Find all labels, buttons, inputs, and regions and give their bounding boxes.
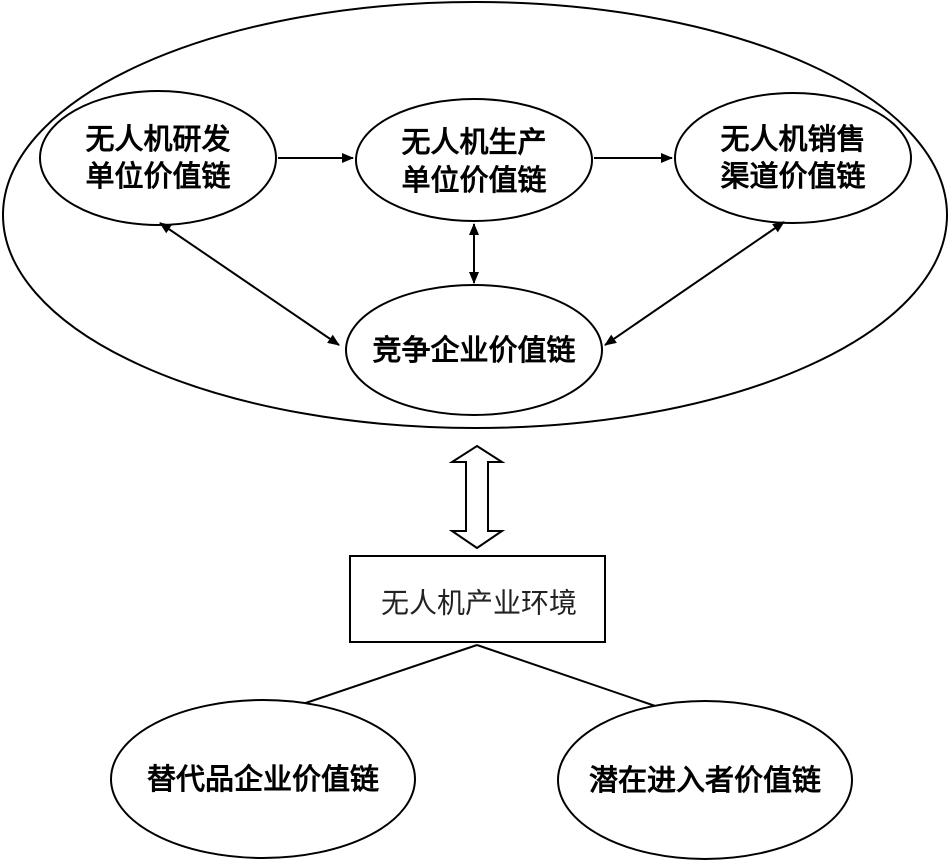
competitor-node-label: 竞争企业价值链 [372, 333, 575, 367]
production-value-chain-node: 无人机生产 单位价值链 [355, 98, 593, 222]
entrant-node-ellipse [557, 700, 853, 860]
arrow-sales-competitor [604, 221, 785, 346]
competitor-value-chain-node: 竞争企业价值链 [345, 284, 603, 416]
hollow-double-arrow [448, 444, 506, 550]
rd-node-ellipse [39, 90, 277, 226]
arrow-rd-competitor [159, 222, 340, 346]
rd-node-label-line2: 单位价值链 [85, 159, 230, 193]
environment-box-rect [349, 555, 606, 643]
substitute-node-ellipse [110, 699, 416, 859]
substitute-node-label: 替代品企业价值链 [147, 762, 379, 796]
outer-industry-ellipse [2, 1, 948, 429]
connector-environment-entrant [476, 644, 671, 712]
rd-value-chain-node: 无人机研发 单位价值链 [39, 90, 277, 226]
sales-value-chain-node: 无人机销售 渠道价值链 [674, 92, 912, 224]
sales-node-label-line1: 无人机销售 [720, 122, 865, 156]
entrant-value-chain-node: 潜在进入者价值链 [557, 700, 853, 860]
connector-environment-substitute [281, 644, 478, 712]
substitute-value-chain-node: 替代品企业价值链 [110, 699, 416, 859]
entrant-node-label: 潜在进入者价值链 [589, 763, 821, 797]
environment-box-label: 无人机产业环境 [381, 587, 577, 620]
competitor-node-ellipse [345, 284, 603, 416]
production-node-label-line1: 无人机生产 [401, 125, 546, 159]
sales-node-label-line2: 渠道价值链 [720, 159, 865, 193]
industry-environment-box: 无人机产业环境 [349, 555, 606, 643]
production-node-label-line2: 单位价值链 [401, 163, 546, 197]
rd-node-label-line1: 无人机研发 [85, 122, 230, 156]
sales-node-ellipse [674, 92, 912, 224]
production-node-ellipse [355, 98, 593, 222]
